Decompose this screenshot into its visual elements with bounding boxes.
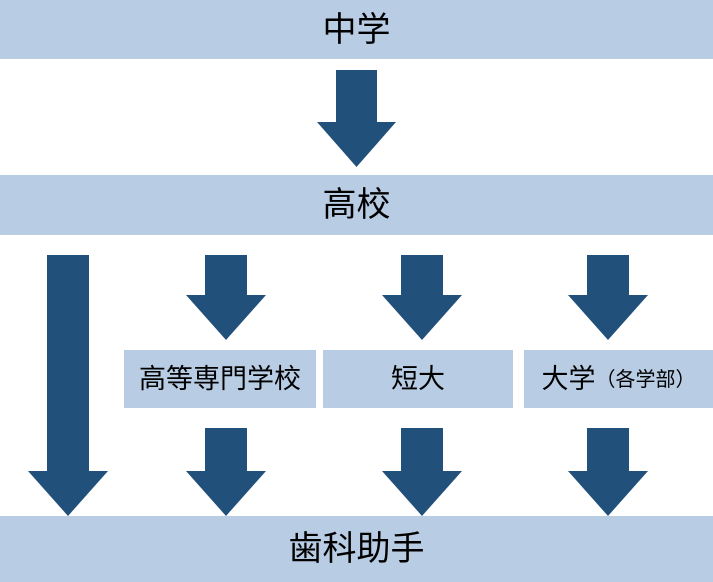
node-dental-assistant-label: 歯科助手: [288, 529, 425, 569]
node-dental-assistant[interactable]: 歯科助手: [0, 516, 713, 582]
node-technical-college[interactable]: 高等専門学校: [124, 350, 316, 408]
node-high-school[interactable]: 高校: [0, 175, 713, 235]
node-university-label-note: （各学部）: [595, 367, 696, 391]
node-university-label: 大学: [541, 363, 596, 395]
node-junior-college[interactable]: 短大: [323, 350, 513, 408]
node-junior-college-label: 短大: [391, 363, 445, 395]
arrow-high-school-to-technical-college: [186, 255, 266, 340]
arrow-university-to-dental-assistant: [568, 428, 648, 516]
arrow-junior-high-to-high-school: [317, 70, 396, 167]
arrow-junior-college-to-dental-assistant: [382, 428, 462, 516]
node-technical-college-label: 高等専門学校: [139, 363, 301, 395]
arrow-technical-college-to-dental-assistant: [186, 428, 266, 516]
node-junior-high[interactable]: 中学: [0, 0, 713, 59]
arrow-high-school-to-junior-college: [382, 255, 462, 340]
arrow-high-school-to-university: [568, 255, 648, 340]
node-university[interactable]: 大学（各学部）: [524, 350, 713, 408]
node-junior-high-label: 中学: [322, 9, 391, 50]
arrow-high-school-to-dental-assistant: [28, 255, 108, 516]
node-high-school-label: 高校: [322, 185, 391, 225]
